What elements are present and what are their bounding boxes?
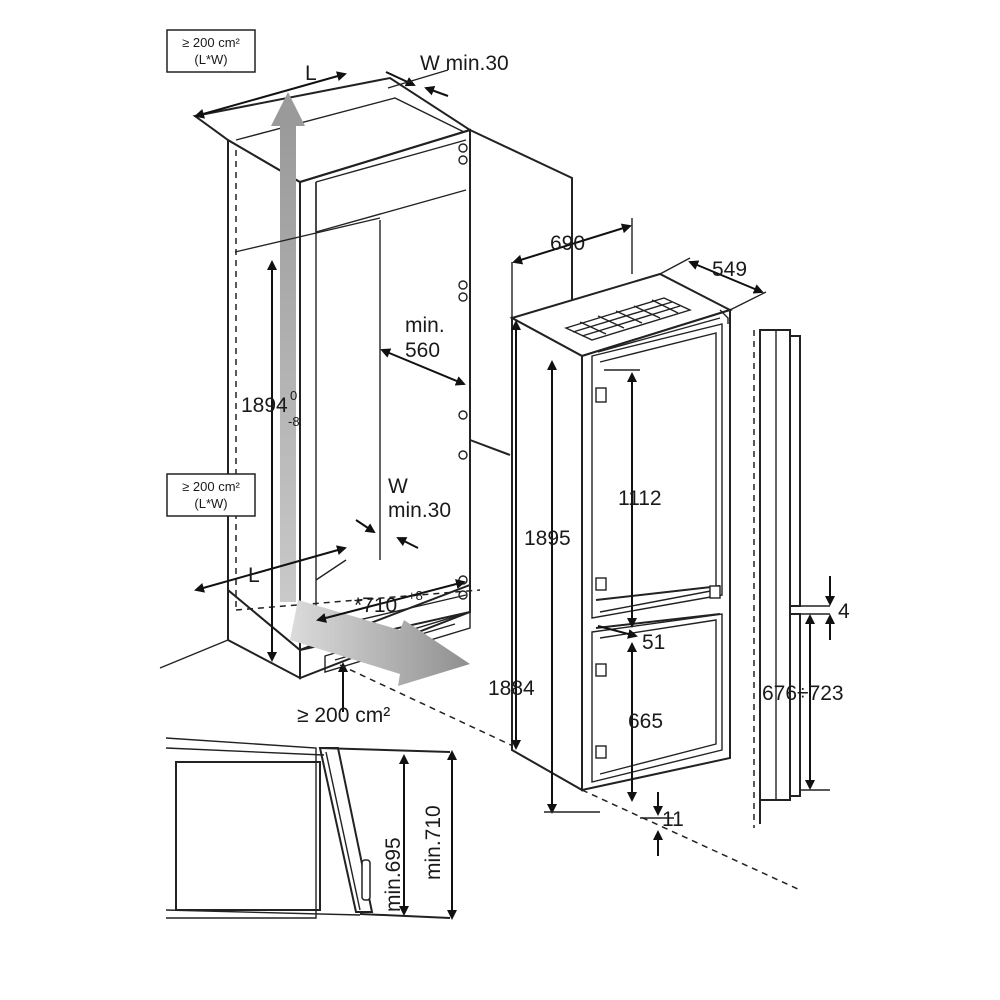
svg-text:min.695: min.695 (382, 837, 405, 912)
svg-text:4: 4 (838, 600, 850, 623)
dimension-appliance-width: 690 (511, 218, 633, 318)
handle-icon (361, 859, 371, 901)
dimension-niche-height: 1894 0 -8 (234, 217, 381, 662)
svg-text:665: 665 (628, 710, 663, 733)
svg-text:1894: 1894 (241, 394, 288, 417)
svg-text:11: 11 (662, 808, 684, 831)
hinge-icon (595, 387, 721, 759)
svg-text:1884: 1884 (488, 677, 535, 700)
svg-text:1895: 1895 (524, 527, 571, 550)
svg-text:L: L (248, 564, 260, 587)
svg-text:560: 560 (405, 339, 440, 362)
svg-text:690: 690 (550, 232, 585, 255)
vent-mid-label: ≥ 200 cm² (L*W) (166, 473, 256, 517)
svg-text:min.: min. (405, 314, 445, 337)
svg-text:min.30: min.30 (388, 499, 451, 522)
svg-text:-8: -8 (288, 414, 300, 429)
dimension-appliance-depth: 549 (659, 257, 767, 311)
dimension-bottom-gap: 11 (640, 792, 684, 856)
dimension-door-gap-side: 4 (825, 576, 850, 640)
dimension-L-top: L (194, 62, 347, 119)
dimension-appliance-body-height: 1884 (488, 320, 535, 750)
dimension-appliance-height: 1895 (524, 360, 600, 814)
dimension-door-gap: 51 (597, 625, 665, 654)
dimension-door-range: 676÷723 (762, 614, 844, 790)
appliance-body (509, 272, 801, 891)
svg-text:≥ 200 cm²: ≥ 200 cm² (297, 704, 390, 727)
dimension-side-695: min.695 (382, 754, 409, 916)
dimension-niche-depth: *710 +8 (316, 579, 466, 623)
dimension-L-bottom: L (194, 545, 347, 593)
svg-text:1112: 1112 (618, 487, 662, 510)
dimension-W-top: W min.30 (385, 52, 509, 97)
dimension-lower-door: 665 (627, 642, 663, 802)
svg-text:+8: +8 (408, 588, 423, 603)
svg-text:(L*W): (L*W) (194, 52, 227, 67)
svg-text:51: 51 (642, 631, 665, 654)
svg-text:≥ 200 cm²: ≥ 200 cm² (182, 479, 240, 494)
vent-bottom-label: ≥ 200 cm² (297, 662, 390, 727)
side-section (165, 737, 451, 919)
niche-cabinet (159, 76, 573, 680)
svg-text:min.710: min.710 (422, 805, 445, 880)
dimension-W-mid: W min.30 (355, 475, 451, 549)
dimension-niche-width: min. 560 (380, 314, 466, 386)
svg-text:W min.30: W min.30 (420, 52, 509, 75)
door-profile (753, 329, 830, 828)
svg-text:W: W (388, 475, 408, 498)
svg-text:≥ 200 cm²: ≥ 200 cm² (182, 35, 240, 50)
svg-text:(L*W): (L*W) (194, 496, 227, 511)
svg-text:L: L (305, 62, 317, 85)
vent-top-label: ≥ 200 cm² (L*W) (166, 29, 256, 73)
hinge-icon (458, 143, 468, 600)
svg-text:676÷723: 676÷723 (762, 682, 844, 705)
dimension-upper-door: 1112 (604, 369, 662, 628)
dimension-side-710: min.710 (422, 750, 457, 920)
svg-text:549: 549 (712, 258, 747, 281)
svg-text:0: 0 (290, 388, 297, 403)
svg-text:*710: *710 (354, 594, 397, 617)
